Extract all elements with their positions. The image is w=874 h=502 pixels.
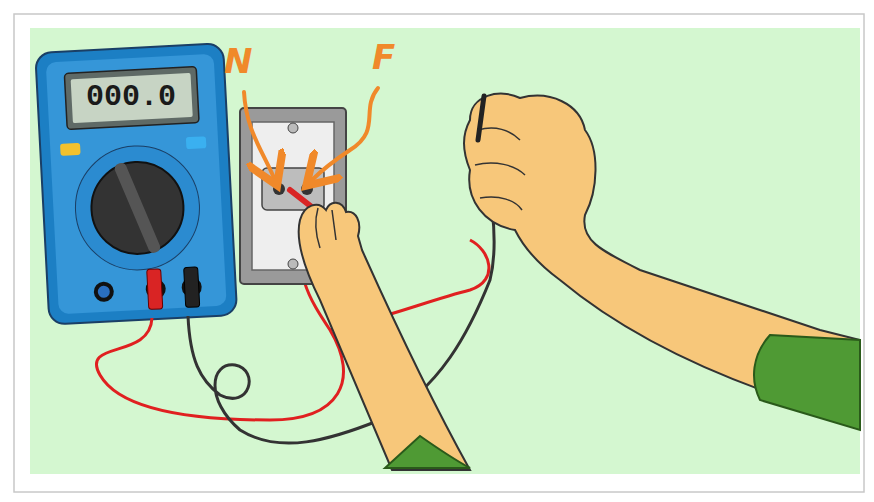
multimeter [35, 43, 237, 324]
neutral-label: N [224, 44, 252, 78]
display-reading: 000.0 [86, 82, 176, 112]
leader-arrow [312, 88, 378, 180]
right-hand [464, 94, 860, 430]
background [30, 28, 860, 474]
frame [14, 14, 864, 492]
left-hand [299, 203, 470, 470]
leader-arrow [244, 92, 274, 178]
phase-label: F [372, 40, 395, 74]
